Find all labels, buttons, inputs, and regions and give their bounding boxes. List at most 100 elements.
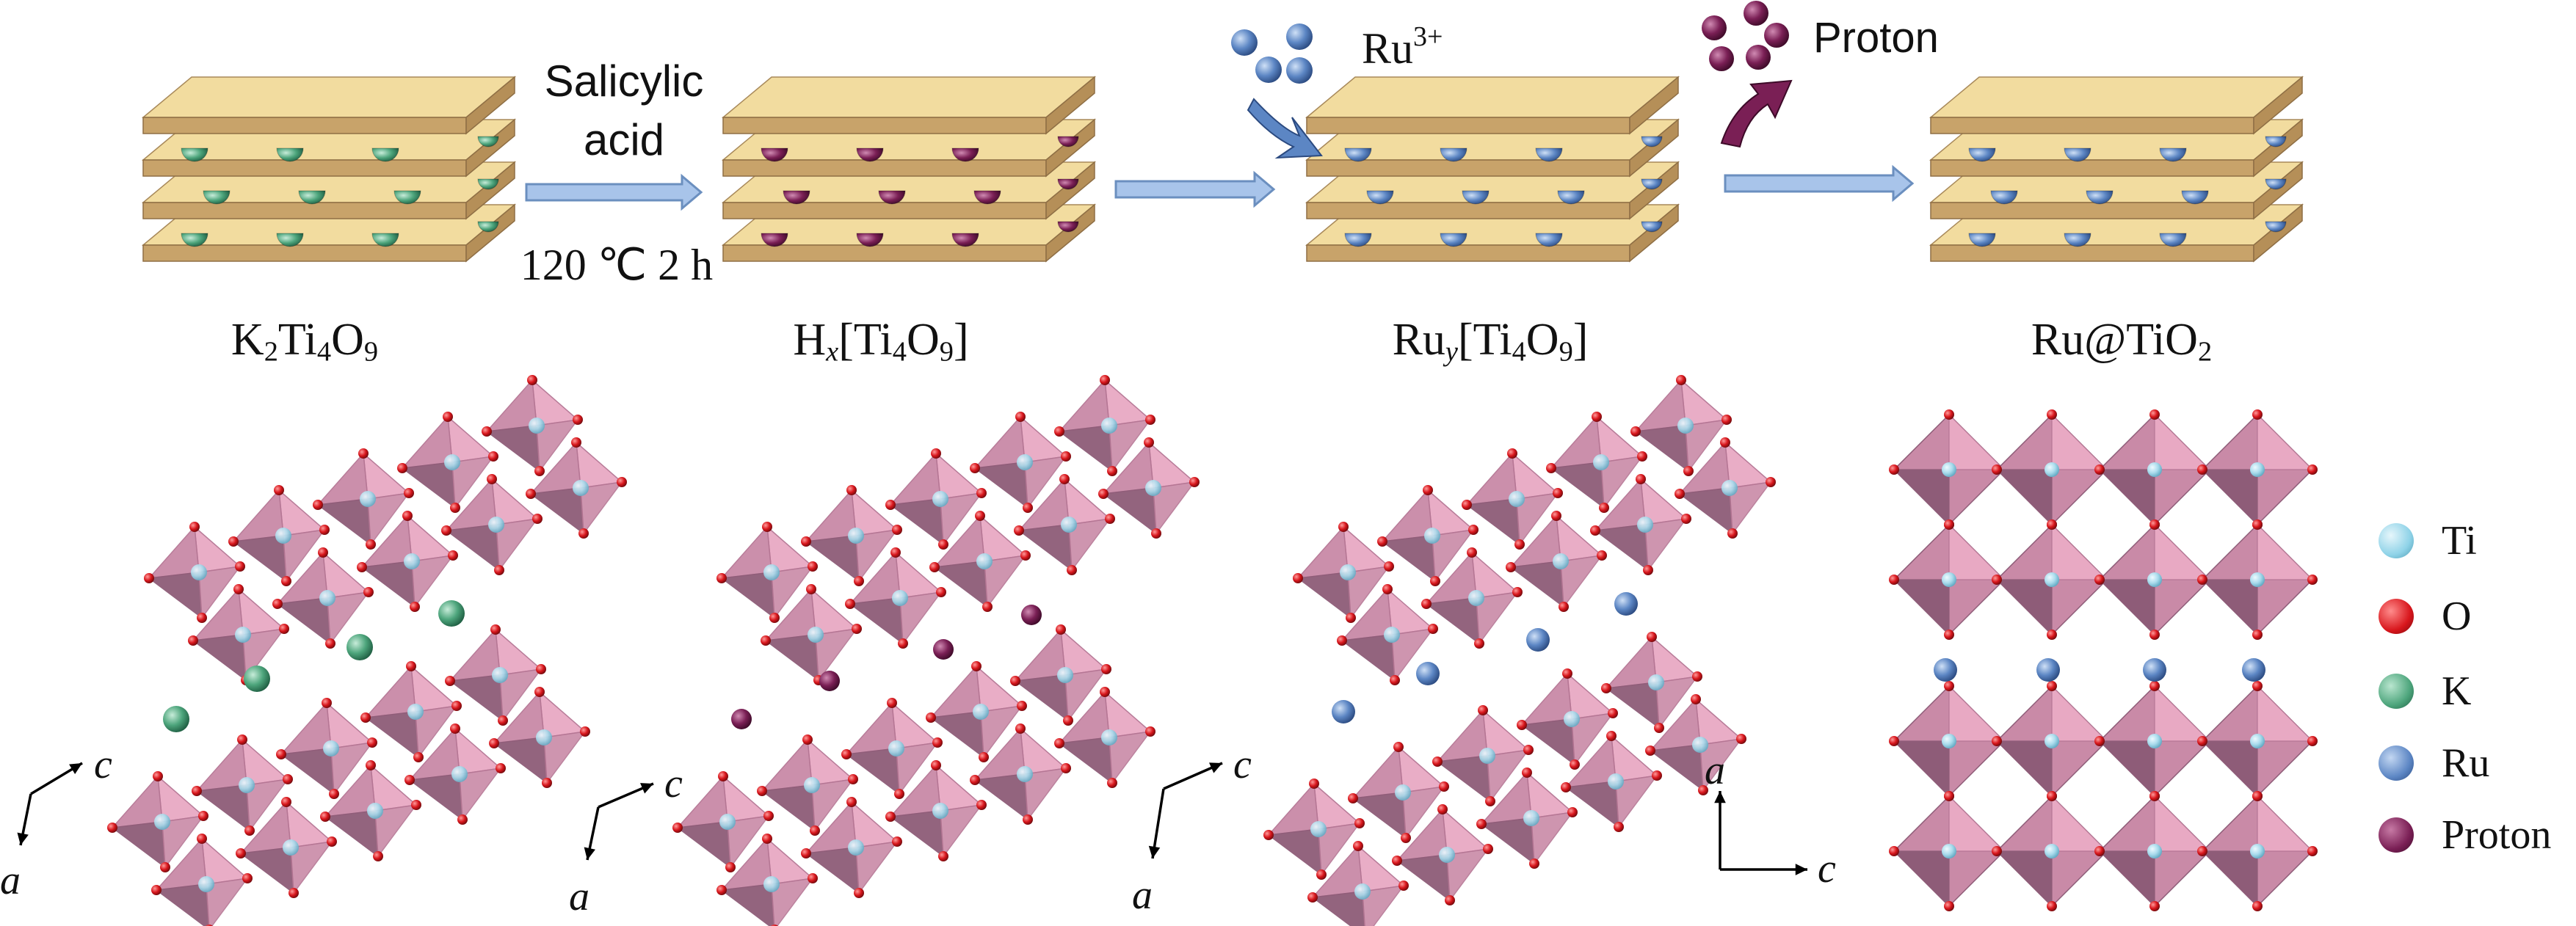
- stack2-layer0-top: [721, 76, 1097, 118]
- panel4-octa-3-2-hi: [2154, 795, 2211, 852]
- panel3-upper-row1-ti-3: [1593, 454, 1609, 470]
- panel1-upper-row2-o-3-1: [494, 565, 504, 575]
- panel3-upper-row1-o-3-2: [1546, 463, 1556, 473]
- panel3-upper-row2-o-1-1: [1474, 638, 1484, 649]
- panel1-lower-row1-o-2-3: [367, 737, 377, 748]
- panel3-upper-row1-face-c-3: [1550, 462, 1605, 509]
- panel2-upper-row1-o-3-0: [1015, 412, 1026, 422]
- panel1-lower-row2-o-1-2: [236, 848, 246, 858]
- panel1-lower-row1-o-3-1: [413, 752, 424, 762]
- panel3-lower-row1-face-c-4: [1605, 682, 1660, 729]
- panel1-upper-row1-o-1-0: [274, 485, 284, 495]
- panel3-lower-row1-face-d-3: [1571, 712, 1614, 767]
- panel3-upper-row2-face-c-3: [1594, 524, 1649, 572]
- stack1-layer0-top: [141, 76, 517, 118]
- panel4-octa-1-0-lo: [1893, 579, 1950, 636]
- panel3-upper-row1-o-1-2: [1377, 536, 1387, 547]
- panel1-upper-row1-o-3-0: [443, 412, 453, 422]
- panel1-lower-row2-o-2-3: [411, 800, 421, 810]
- panel3-upper-row2-ti-3: [1637, 517, 1653, 533]
- panel2-lower-row1-o-0-2: [672, 823, 683, 833]
- panel3-lower-row1-o-1-1: [1401, 833, 1411, 843]
- panel2-lower-row2-o-2-2: [885, 812, 896, 822]
- panel4-octa-1-3-o3: [2197, 575, 2207, 585]
- panel3-ru-ion-2: [1526, 628, 1550, 652]
- stack2-edge-ion-2: [1057, 178, 1079, 190]
- proton-label: Proton: [1813, 14, 1939, 62]
- panel3-lower-row2-ti-3: [1608, 773, 1624, 790]
- stack3-ion-2-0: [1366, 190, 1394, 205]
- panel3-lower-row2-face-d-0: [1362, 885, 1405, 926]
- stack4-edge-ion-2: [2265, 178, 2287, 190]
- panel2-lower-row2-ti-2: [932, 803, 948, 819]
- panel3-ru-ion-1: [1416, 662, 1440, 685]
- panel3-upper-row1-o-0-2: [1293, 573, 1303, 583]
- panel3-upper-row1-o-0-0: [1338, 522, 1349, 532]
- panel2-upper-row1-o-4-1: [1107, 466, 1117, 476]
- panel2-lower-row2-o-1-1: [854, 888, 864, 898]
- panel1-lower-row2-o-1-1: [289, 888, 299, 898]
- ru-cluster-ball-1: [1286, 23, 1313, 50]
- proton-cluster-ball-0: [1702, 15, 1727, 40]
- panel1-upper-row1-o-2-1: [366, 539, 376, 550]
- panel2-upper-row2-o-1-2: [845, 599, 855, 609]
- axis-label-c-3: c: [1233, 742, 1252, 787]
- axes-panel3-v-head: [1209, 762, 1222, 773]
- panel2-upper-row2-face-c-2: [933, 561, 988, 608]
- panel4-octa-3-3-o0: [2252, 791, 2263, 801]
- stack4-layer1-front: [1930, 159, 2254, 177]
- panel4-octa-2-3-lo: [2201, 740, 2258, 798]
- compound-label-ru-at-tio2: Ru@TiO2: [2031, 315, 2213, 368]
- panel3-upper-row1-face-c-4: [1634, 425, 1689, 473]
- panel4-octa-3-0-lo: [1893, 850, 1950, 908]
- panel2-lower-row2-face-d-4: [1109, 731, 1152, 785]
- panel1-lower-row1-face-c-1: [195, 784, 250, 832]
- panel2-upper-row1-o-3-1: [1023, 503, 1033, 513]
- panel4-octa-1-3-o0: [2252, 519, 2263, 530]
- panel2-upper-row1-face-d-3: [1024, 456, 1067, 510]
- stack4-ion-2-1: [2086, 190, 2114, 205]
- stack1-edge-ion-1: [477, 136, 499, 147]
- panel3-upper-row1-o-4-1: [1683, 466, 1694, 476]
- panel1-lower-row2-ti-0: [198, 876, 214, 892]
- panel4-octa-3-2-lo: [2098, 850, 2155, 908]
- panel4-octa-2-0-ti: [1942, 734, 1956, 748]
- panel4-octa-2-3-o1: [2307, 736, 2318, 746]
- panel4-octa-2-0-o0: [1944, 681, 1954, 691]
- panel2-lower-row1-o-4-0: [1056, 624, 1066, 635]
- panel4-octa-3-3-ti: [2250, 844, 2265, 858]
- panel1-lower-row1-o-2-2: [276, 749, 286, 759]
- panel3-upper-row1-face-d-2: [1516, 492, 1559, 547]
- panel1-upper-row2-o-3-2: [441, 525, 451, 536]
- panel3-upper-row2-o-0-0: [1382, 584, 1393, 594]
- panel4-octa-1-0-o0: [1944, 519, 1954, 530]
- proton-cluster-ball-1: [1744, 1, 1768, 26]
- panel3-lower-row1-ti-0: [1310, 821, 1327, 837]
- panel2-lower-row2-o-1-3: [892, 836, 902, 847]
- panel3-upper-row1-face-d-0: [1347, 566, 1390, 620]
- panel3-upper-row2-o-2-2: [1506, 562, 1516, 572]
- legend-swatch-ru: [2379, 745, 2414, 781]
- panel4-octa-1-3-o2: [2252, 630, 2263, 640]
- stack1-layer3-side: [465, 203, 515, 263]
- panel2-lower-row2-face-c-1: [805, 847, 860, 894]
- panel1-lower-row2-face-d-3: [459, 768, 502, 822]
- panel3-upper-row1-o-1-3: [1468, 525, 1479, 535]
- panel3-upper-row1-o-3-3: [1637, 451, 1647, 462]
- panel4-ru-ion-1: [2036, 658, 2060, 682]
- panel3-upper-row2-o-0-3: [1428, 624, 1438, 634]
- panel2-upper-row2-o-4-0: [1144, 437, 1154, 448]
- panel2-upper-row2-o-4-1: [1151, 528, 1161, 539]
- panel2-lower-row2: [716, 687, 1155, 926]
- panel2-upper-row1-o-1-0: [846, 485, 857, 495]
- panel4-octa-2-1-hi: [2051, 685, 2108, 742]
- panel1-upper-row2-face-c-4: [529, 487, 584, 535]
- panel3-upper-row2-o-1-3: [1512, 587, 1523, 597]
- panel2-upper-row1-ti-3: [1017, 454, 1033, 470]
- panel1-upper-row1-ti-2: [360, 491, 376, 507]
- panel2-upper-row1-o-2-2: [885, 500, 896, 510]
- panel1-lower-row1-o-3-0: [406, 661, 416, 671]
- panel3-upper-row2-o-4-0: [1720, 437, 1730, 448]
- panel2-upper-row2-o-2-1: [982, 602, 993, 612]
